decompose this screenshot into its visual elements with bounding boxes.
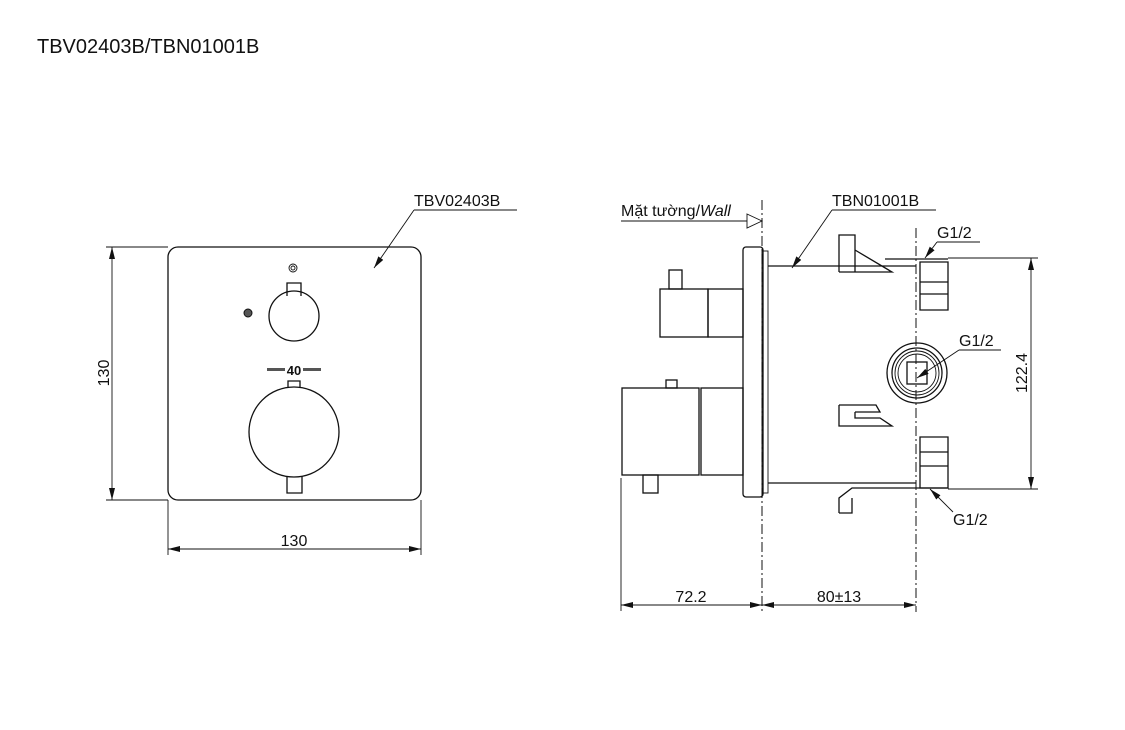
thermostat-handle-side <box>621 387 700 476</box>
diverter-handle-side <box>659 288 709 338</box>
mounting-bracket-top <box>838 234 895 273</box>
valve-body <box>768 265 916 484</box>
thread-label-middle: G1/2 <box>959 333 994 350</box>
temp-mark-left <box>267 368 285 371</box>
side-part-label: TBN01001B <box>832 193 919 210</box>
front-height-dim: 130 <box>96 360 113 387</box>
diverter-stem <box>286 282 302 296</box>
indicator-screw-inner <box>290 265 296 271</box>
thread-label-bottom: G1/2 <box>953 512 988 529</box>
cover-plate <box>167 246 422 501</box>
indicator-dot <box>243 308 253 318</box>
side-height-dim: 122.4 <box>1014 353 1031 393</box>
mounting-bracket-mid <box>838 404 895 427</box>
front-part-label: TBV02403B <box>414 193 500 210</box>
front-width-dim: 130 <box>281 533 308 550</box>
leader-arrow <box>373 209 415 269</box>
wall-label: Mặt tường/Wall <box>621 203 731 220</box>
indicator-screw <box>288 263 298 273</box>
side-view: Mặt tường/Wall TBN01 <box>620 193 1038 612</box>
inlet-port <box>886 342 948 404</box>
thermostat-top-stem <box>287 380 301 388</box>
wall-arrow-icon <box>746 213 764 229</box>
mounting-bracket-bottom <box>838 487 885 514</box>
diverter-knob <box>268 290 320 342</box>
temperature-mark: 40 <box>287 363 301 378</box>
thermostat-knob <box>248 386 340 478</box>
outlet-fitting-bottom <box>919 436 949 489</box>
front-depth-dim: 72.2 <box>675 589 706 606</box>
drawing-title: TBV02403B/TBN01001B <box>37 36 259 58</box>
thermostat-bottom-stem <box>286 476 303 494</box>
front-view: 40 TBV02403B 130 130 <box>96 193 517 555</box>
cover-plate-side <box>742 246 764 498</box>
rear-depth-dim: 80±13 <box>817 589 861 606</box>
thread-label-top: G1/2 <box>937 225 972 242</box>
temp-mark-right <box>303 368 321 371</box>
outlet-fitting-top <box>919 261 949 311</box>
